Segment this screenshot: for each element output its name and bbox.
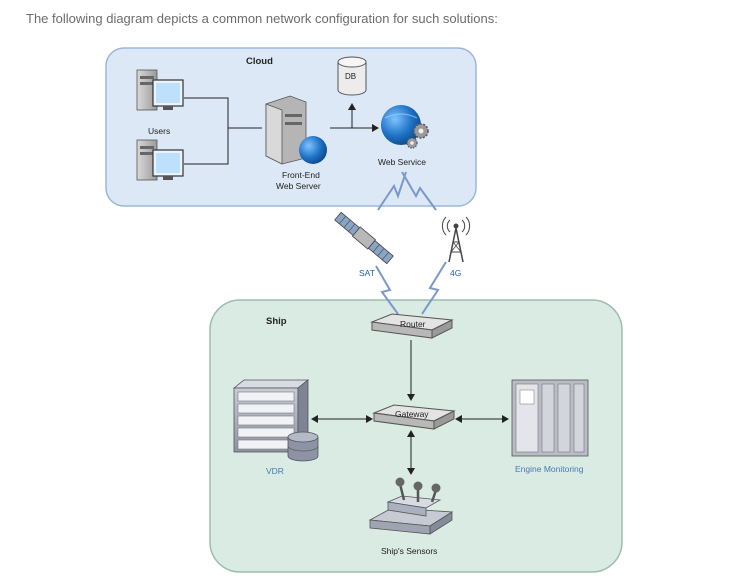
db-label: DB [345,72,356,81]
sat-label: SAT [359,268,375,278]
ships-sensors-label: Ship's Sensors [381,546,437,556]
database-icon: DB [337,56,367,96]
wireless-link-icon [375,171,447,315]
user-connectors [184,97,262,165]
user-computer-icon [136,139,184,181]
frontend-server-icon [265,95,327,165]
cell-tower-icon [441,216,471,263]
intro-text: The following diagram depicts a common n… [26,11,498,26]
web-service-label: Web Service [378,157,426,167]
engine-monitoring-icon [511,379,589,457]
satellite-icon [334,211,394,265]
cloud-title: Cloud [246,56,273,67]
ship-region: Ship [209,299,623,573]
router-icon [370,313,454,339]
gateway-icon [372,404,456,430]
user-computer-icon [136,69,184,111]
router-label: Router [400,319,426,329]
web-service-icon [381,105,429,149]
frontend-connectors [330,103,379,132]
vdr-server-icon [232,379,319,462]
vdr-label: VDR [266,466,284,476]
gateway-connectors [311,415,509,475]
ship-title: Ship [266,316,287,327]
users-label: Users [148,126,170,136]
gateway-label: Gateway [395,409,429,419]
cell-label: 4G [450,268,461,278]
engine-monitoring-label: Engine Monitoring [515,464,584,474]
ships-sensors-icon [368,477,454,535]
frontend-label-line1: Front-End [282,170,320,180]
frontend-label-line2: Web Server [276,181,321,191]
